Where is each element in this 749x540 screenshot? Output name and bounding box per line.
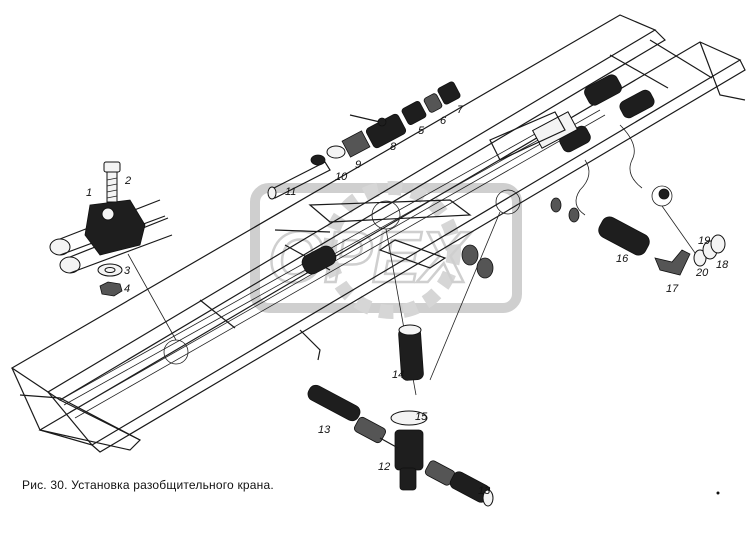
- callout-8: 8: [390, 141, 397, 153]
- callouts: 1 2 3 4 5 6 7 8 9 10 11 12 13 13 14 15 1…: [86, 104, 729, 497]
- tee-assembly: [307, 324, 494, 507]
- callout-16: 16: [616, 253, 629, 265]
- callout-9: 9: [355, 159, 361, 171]
- callout-2: 2: [124, 175, 131, 187]
- watermark: OPEX: [250, 181, 522, 319]
- callout-20: 20: [695, 267, 709, 279]
- callout-6: 6: [440, 115, 447, 127]
- small-fitting: [568, 207, 580, 223]
- callout-13-left: 13: [318, 424, 331, 436]
- chassis-frame: [10, 14, 746, 453]
- hose-fitting-assembly: [598, 216, 726, 276]
- callout-7: 7: [457, 104, 464, 116]
- small-cap: [476, 257, 494, 279]
- part-1-bracket: [49, 199, 173, 274]
- upper-cylinders: [301, 74, 655, 275]
- small-cap: [461, 244, 479, 266]
- callout-1: 1: [86, 187, 92, 199]
- small-fitting: [658, 188, 670, 200]
- detail-circle: [495, 189, 521, 215]
- center-bracket: [274, 199, 472, 269]
- callout-14: 14: [392, 369, 404, 381]
- callout-15: 15: [415, 411, 428, 423]
- corner-dot: [716, 491, 720, 495]
- callout-3: 3: [124, 265, 131, 277]
- callout-10: 10: [335, 171, 348, 183]
- callout-17: 17: [666, 283, 679, 295]
- part-3-washer-hole: [104, 267, 116, 273]
- callout-19: 19: [698, 235, 710, 247]
- callout-4: 4: [124, 283, 130, 295]
- callout-5: 5: [418, 125, 425, 137]
- part-2-bolt: [103, 161, 121, 203]
- callout-11: 11: [285, 186, 296, 198]
- valve-assembly: [267, 81, 461, 200]
- callout-18: 18: [716, 259, 729, 271]
- callout-13-right: 13: [478, 485, 491, 497]
- small-fitting: [550, 197, 562, 213]
- figure-caption: Рис. 30. Установка разобщительного крана…: [22, 478, 274, 492]
- part-4-nut: [99, 281, 123, 297]
- callout-12: 12: [378, 461, 390, 473]
